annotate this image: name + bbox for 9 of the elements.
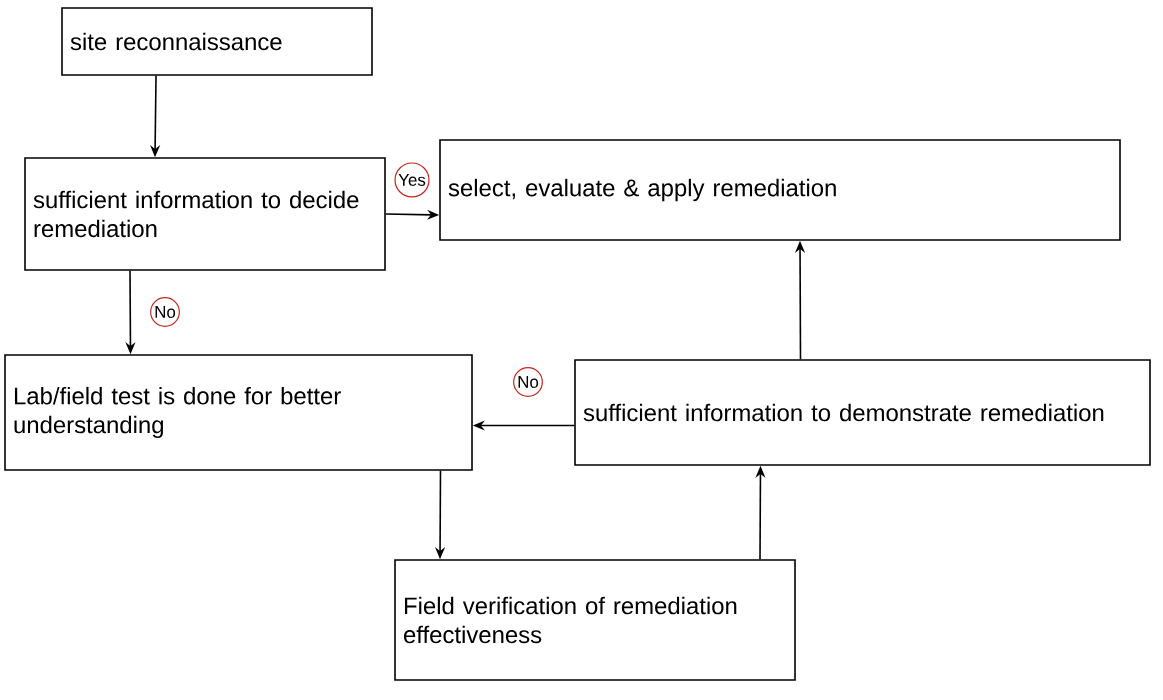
process-box: sufficient information to demonstrate remediation <box>574 359 1151 466</box>
process-box: Field verification of remediation effectiveness <box>394 559 796 681</box>
process-box: site reconnaissance <box>61 7 373 76</box>
edge-label: No <box>513 367 543 397</box>
edge-label: No <box>150 297 180 327</box>
edge-label: Yes <box>394 162 430 198</box>
process-box: select, evaluate & apply remediation <box>439 139 1121 241</box>
process-box: sufficient information to decide remediation <box>24 157 386 271</box>
process-box: Lab/field test is done for better understanding <box>4 354 473 471</box>
